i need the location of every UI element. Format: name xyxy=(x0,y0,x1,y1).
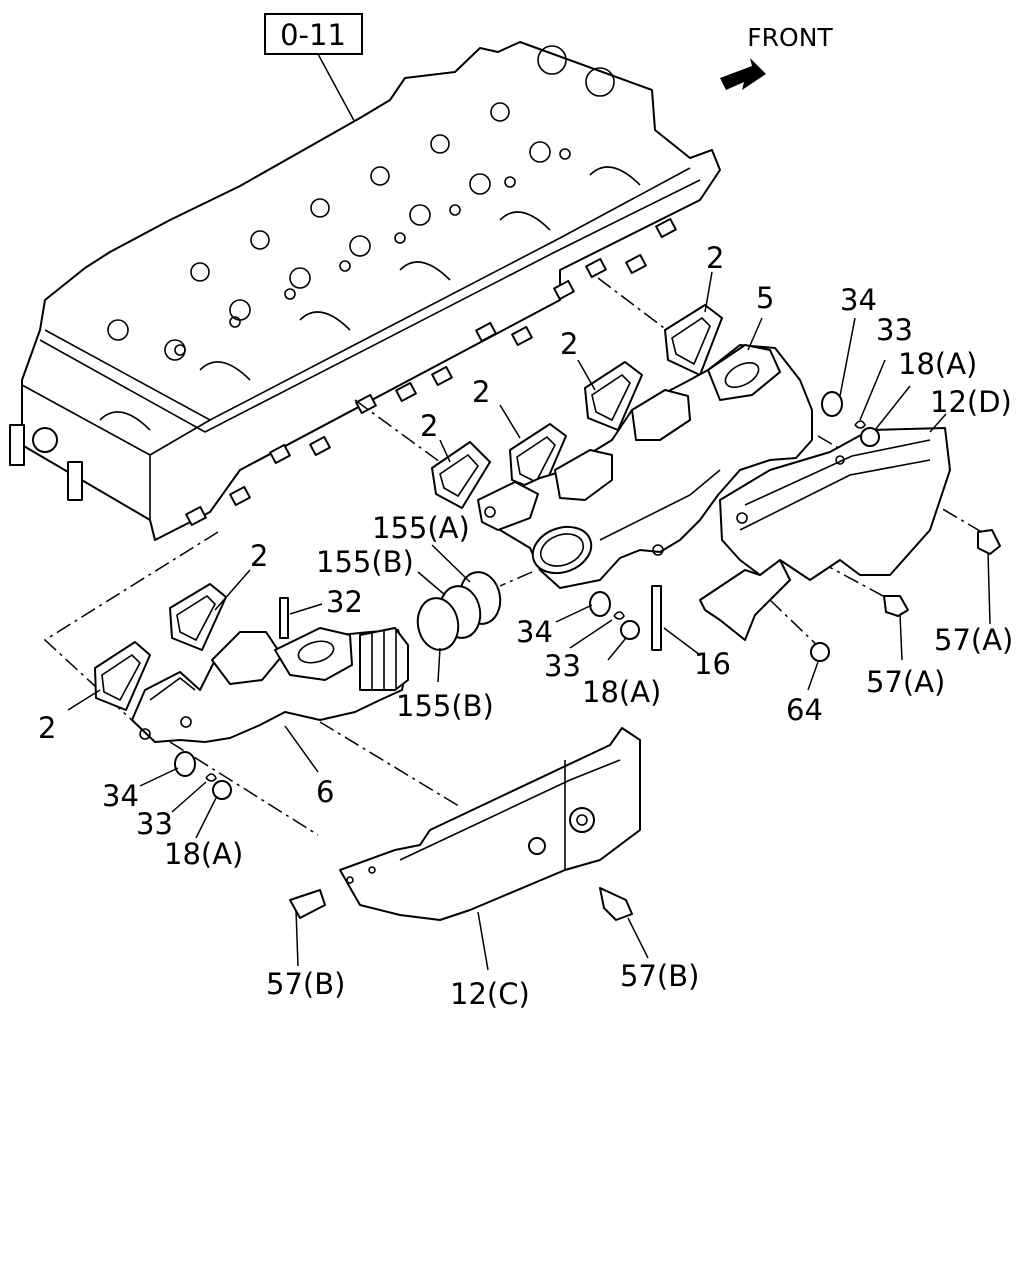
exhaust-gasket[interactable] xyxy=(664,304,723,376)
reference-box[interactable]: 0-11 xyxy=(264,13,363,55)
exhaust-gasket[interactable] xyxy=(584,361,643,431)
callout-part-33[interactable]: 33 xyxy=(544,649,581,683)
nut-64[interactable] xyxy=(810,642,830,662)
seal-ring-155[interactable] xyxy=(414,569,504,653)
spacer-34[interactable] xyxy=(589,591,611,617)
stud-16[interactable] xyxy=(651,585,662,651)
front-label: FRONT xyxy=(747,23,833,52)
callout-part-5[interactable]: 5 xyxy=(756,281,774,315)
callout-part-57b[interactable]: 57(B) xyxy=(266,967,345,1001)
callout-part-57b[interactable]: 57(B) xyxy=(620,959,699,993)
callout-part-32[interactable]: 32 xyxy=(326,585,363,619)
callout-part-155b[interactable]: 155(B) xyxy=(396,689,494,723)
reference-box-label: 0-11 xyxy=(280,18,346,52)
callout-part-57a[interactable]: 57(A) xyxy=(934,623,1013,657)
clip-33[interactable] xyxy=(205,420,866,782)
callout-part-64[interactable]: 64 xyxy=(786,693,823,727)
callout-gasket-2[interactable]: 2 xyxy=(706,241,724,275)
callout-part-12d[interactable]: 12(D) xyxy=(930,385,1012,419)
callout-part-18a[interactable]: 18(A) xyxy=(582,675,661,709)
callout-part-33[interactable]: 33 xyxy=(876,313,913,347)
callout-part-33[interactable]: 33 xyxy=(136,807,173,841)
spacer-34[interactable] xyxy=(821,391,843,417)
callout-part-34[interactable]: 34 xyxy=(516,615,553,649)
callout-part-6[interactable]: 6 xyxy=(316,775,334,809)
callout-gasket-2[interactable]: 2 xyxy=(472,375,490,409)
callout-part-16[interactable]: 16 xyxy=(694,647,731,681)
heat-shield-12c[interactable] xyxy=(339,727,641,921)
callout-part-12c[interactable]: 12(C) xyxy=(450,977,530,1011)
heat-shield-12d[interactable] xyxy=(699,427,951,641)
callout-part-155b[interactable]: 155(B) xyxy=(316,545,414,579)
callout-part-34[interactable]: 34 xyxy=(840,283,877,317)
stud-32[interactable] xyxy=(279,597,289,639)
bolt-57b[interactable] xyxy=(289,887,633,921)
callout-part-34[interactable]: 34 xyxy=(102,779,139,813)
nut-18a[interactable] xyxy=(212,427,880,800)
cylinder-head xyxy=(9,41,721,541)
callout-part-155a[interactable]: 155(A) xyxy=(372,511,470,545)
callout-part-18a[interactable]: 18(A) xyxy=(898,347,977,381)
bolt-57a[interactable] xyxy=(883,529,1001,617)
callout-gasket-2[interactable]: 2 xyxy=(560,327,578,361)
callout-labels: 2 2 2 2 2 2 5 34 33 18(A) 12(D) 155(A) 1… xyxy=(38,241,1013,1011)
rear-exhaust-manifold[interactable] xyxy=(477,344,813,589)
callout-gasket-2[interactable]: 2 xyxy=(250,539,268,573)
callout-gasket-2[interactable]: 2 xyxy=(38,711,56,745)
callout-part-57a[interactable]: 57(A) xyxy=(866,665,945,699)
exhaust-gasket[interactable] xyxy=(509,423,567,493)
callout-part-18a[interactable]: 18(A) xyxy=(164,837,243,871)
spacer-34[interactable] xyxy=(174,751,196,777)
exhaust-gasket[interactable] xyxy=(431,441,491,509)
exhaust-gasket[interactable] xyxy=(169,583,227,651)
leader-lines xyxy=(67,271,991,971)
front-exhaust-manifold[interactable] xyxy=(131,627,409,743)
front-arrow-icon xyxy=(720,58,766,90)
callout-gasket-2[interactable]: 2 xyxy=(420,409,438,443)
